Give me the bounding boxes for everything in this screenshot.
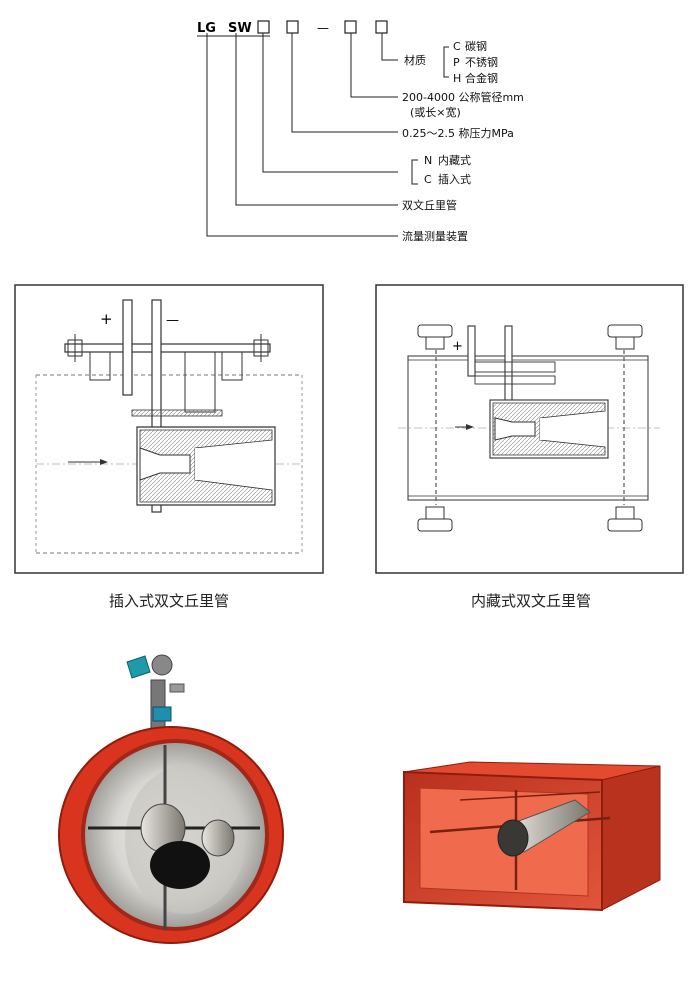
round-pipe-illustration xyxy=(58,654,284,944)
left-plus-tube xyxy=(122,299,133,396)
pressure-text: 0.25～2.5 称压力MPa xyxy=(402,126,514,140)
code-dash: — xyxy=(317,21,329,35)
valve-handle-icon xyxy=(126,655,151,679)
device-name: 流量测量装置 xyxy=(402,229,468,243)
left-minus-tube xyxy=(151,299,162,513)
material-code-p: P xyxy=(453,56,460,69)
insertion-type-drawing: + — xyxy=(14,284,324,574)
left-caption: 插入式双文丘里管 xyxy=(108,592,229,610)
left-bolt-left xyxy=(67,334,83,362)
code-lg: LG xyxy=(197,21,216,36)
material-code-c: C xyxy=(453,40,461,53)
left-bolt-right xyxy=(253,334,269,362)
install-text-c: 插入式 xyxy=(438,172,471,186)
code-box-diameter xyxy=(344,20,357,34)
code-box-material xyxy=(375,20,388,34)
left-inner-venturi xyxy=(139,447,191,481)
code-box-install xyxy=(257,20,270,34)
left-mount-plate xyxy=(64,343,271,353)
install-text-n: 内藏式 xyxy=(438,153,471,167)
rect-duct-illustration xyxy=(403,761,661,912)
builtin-type-drawing: + xyxy=(375,284,684,574)
right-caption: 内藏式双文丘里管 xyxy=(470,592,591,610)
venturi-throat xyxy=(150,841,210,889)
diameter-line2: (或长×宽) xyxy=(410,105,461,119)
material-text-c: 碳钢 xyxy=(465,39,487,53)
legend-text: 材质 C 碳钢 P 不锈钢 H 合金钢 200-4000 公称管径mm (或长×… xyxy=(402,39,524,243)
diameter-line1: 200-4000 公称管径mm xyxy=(402,90,524,104)
right-plus-tube xyxy=(467,325,476,377)
right-inner-venturi xyxy=(494,417,536,441)
duct-side xyxy=(601,765,661,911)
material-label: 材质 xyxy=(404,53,426,67)
right-bolt-tr xyxy=(607,324,643,350)
duct-venturi-throat xyxy=(497,819,529,857)
left-plus-sign: + xyxy=(100,310,113,328)
code-sw: SW xyxy=(228,21,252,36)
install-code-n: N xyxy=(424,154,432,167)
right-duct xyxy=(407,355,649,501)
code-box-pressure xyxy=(286,20,299,34)
right-flow-arrow xyxy=(466,424,474,430)
legend-connectors xyxy=(206,33,449,237)
material-text-p: 不锈钢 xyxy=(465,56,498,69)
left-flow-arrow xyxy=(100,459,108,465)
left-minus-sign: — xyxy=(166,313,179,328)
right-bolt-tl xyxy=(417,324,453,350)
right-bolt-br xyxy=(607,506,643,532)
install-code-c: C xyxy=(424,173,432,186)
material-text-h: 合金钢 xyxy=(465,71,498,85)
right-bolt-bl xyxy=(417,506,453,532)
right-plus-sign: + xyxy=(452,339,463,354)
gauge-icon xyxy=(151,654,173,676)
material-code-h: H xyxy=(453,72,461,85)
type-name: 双文丘里管 xyxy=(402,198,457,212)
valve-block-icon xyxy=(152,706,172,722)
